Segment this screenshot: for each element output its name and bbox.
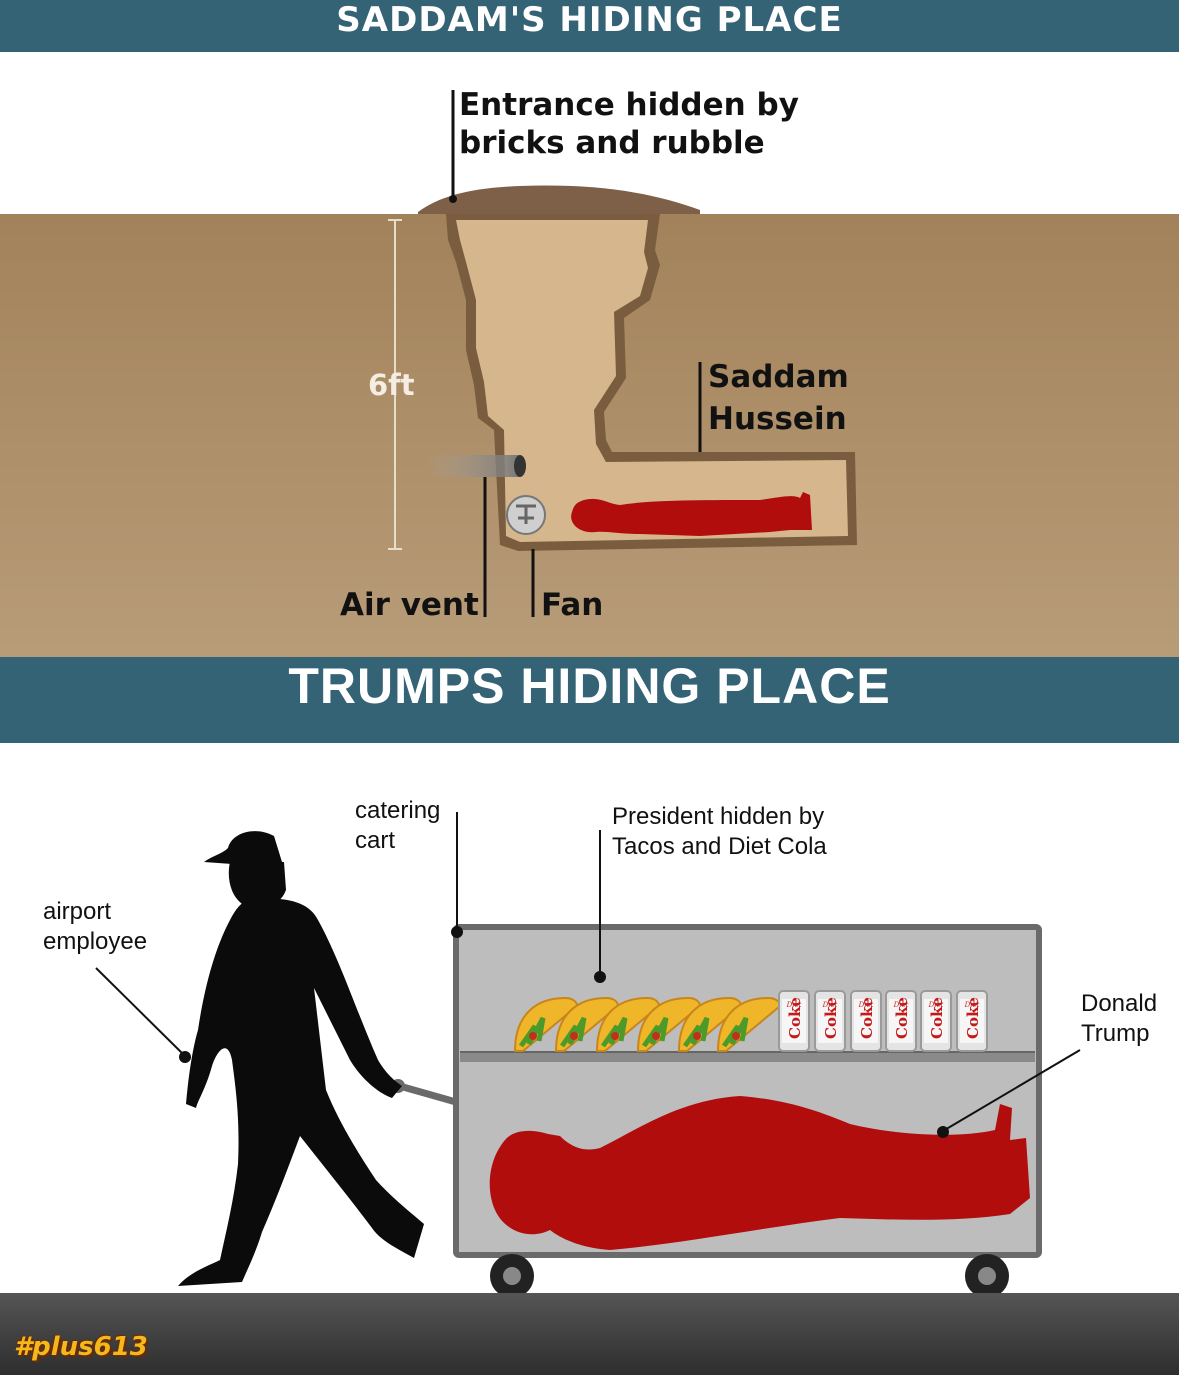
svg-text:Diet: Diet xyxy=(822,1001,838,1009)
air-vent-pipe xyxy=(425,455,520,477)
taco-row xyxy=(513,996,782,1052)
trump-section-title: TRUMPS HIDING PLACE xyxy=(0,657,1179,743)
svg-text:Diet: Diet xyxy=(786,1001,802,1009)
svg-text:Coke: Coke xyxy=(928,997,946,1039)
svg-text:Coke: Coke xyxy=(964,997,982,1039)
svg-text:Coke: Coke xyxy=(822,997,840,1039)
saddam-figure xyxy=(571,492,812,536)
ground-floor xyxy=(0,1293,1179,1375)
rubble-mound xyxy=(418,185,700,214)
depth-label: 6ft xyxy=(368,368,415,402)
watermark: #plus613 xyxy=(14,1332,148,1362)
svg-text:Diet: Diet xyxy=(858,1001,874,1009)
trump-figure xyxy=(489,1096,1030,1250)
donald-trump-label: Donald Trump xyxy=(1081,990,1158,1047)
cart-wheel-right xyxy=(965,1254,1009,1298)
trump-leader xyxy=(942,1049,1081,1132)
air-vent-opening xyxy=(514,455,526,477)
catering-cart-label: catering cart xyxy=(355,797,441,854)
svg-text:Diet: Diet xyxy=(893,1001,909,1009)
cart-wheel-left xyxy=(490,1254,534,1298)
airport-employee-silhouette xyxy=(178,831,424,1286)
svg-text:Diet: Diet xyxy=(928,1001,944,1009)
employee-leader xyxy=(95,967,186,1057)
svg-text:Coke: Coke xyxy=(858,997,876,1039)
saddam-section-title: SADDAM'S HIDING PLACE xyxy=(0,0,1179,52)
fan-label: Fan xyxy=(541,587,604,623)
air-vent-label: Air vent xyxy=(340,587,479,623)
hiding-tunnel xyxy=(456,220,848,542)
cart-handle xyxy=(395,1081,457,1106)
airport-employee-label: airport employee xyxy=(43,898,148,955)
entrance-label: Entrance hidden by bricks and rubble xyxy=(459,87,799,161)
svg-text:Diet: Diet xyxy=(964,1001,980,1009)
saddam-label: Saddam Hussein xyxy=(708,359,849,437)
hidden-by-label: President hidden by Tacos and Diet Cola xyxy=(612,803,827,860)
svg-text:Coke: Coke xyxy=(786,997,804,1039)
taco-icon xyxy=(554,996,620,1052)
svg-text:Coke: Coke xyxy=(893,997,911,1039)
